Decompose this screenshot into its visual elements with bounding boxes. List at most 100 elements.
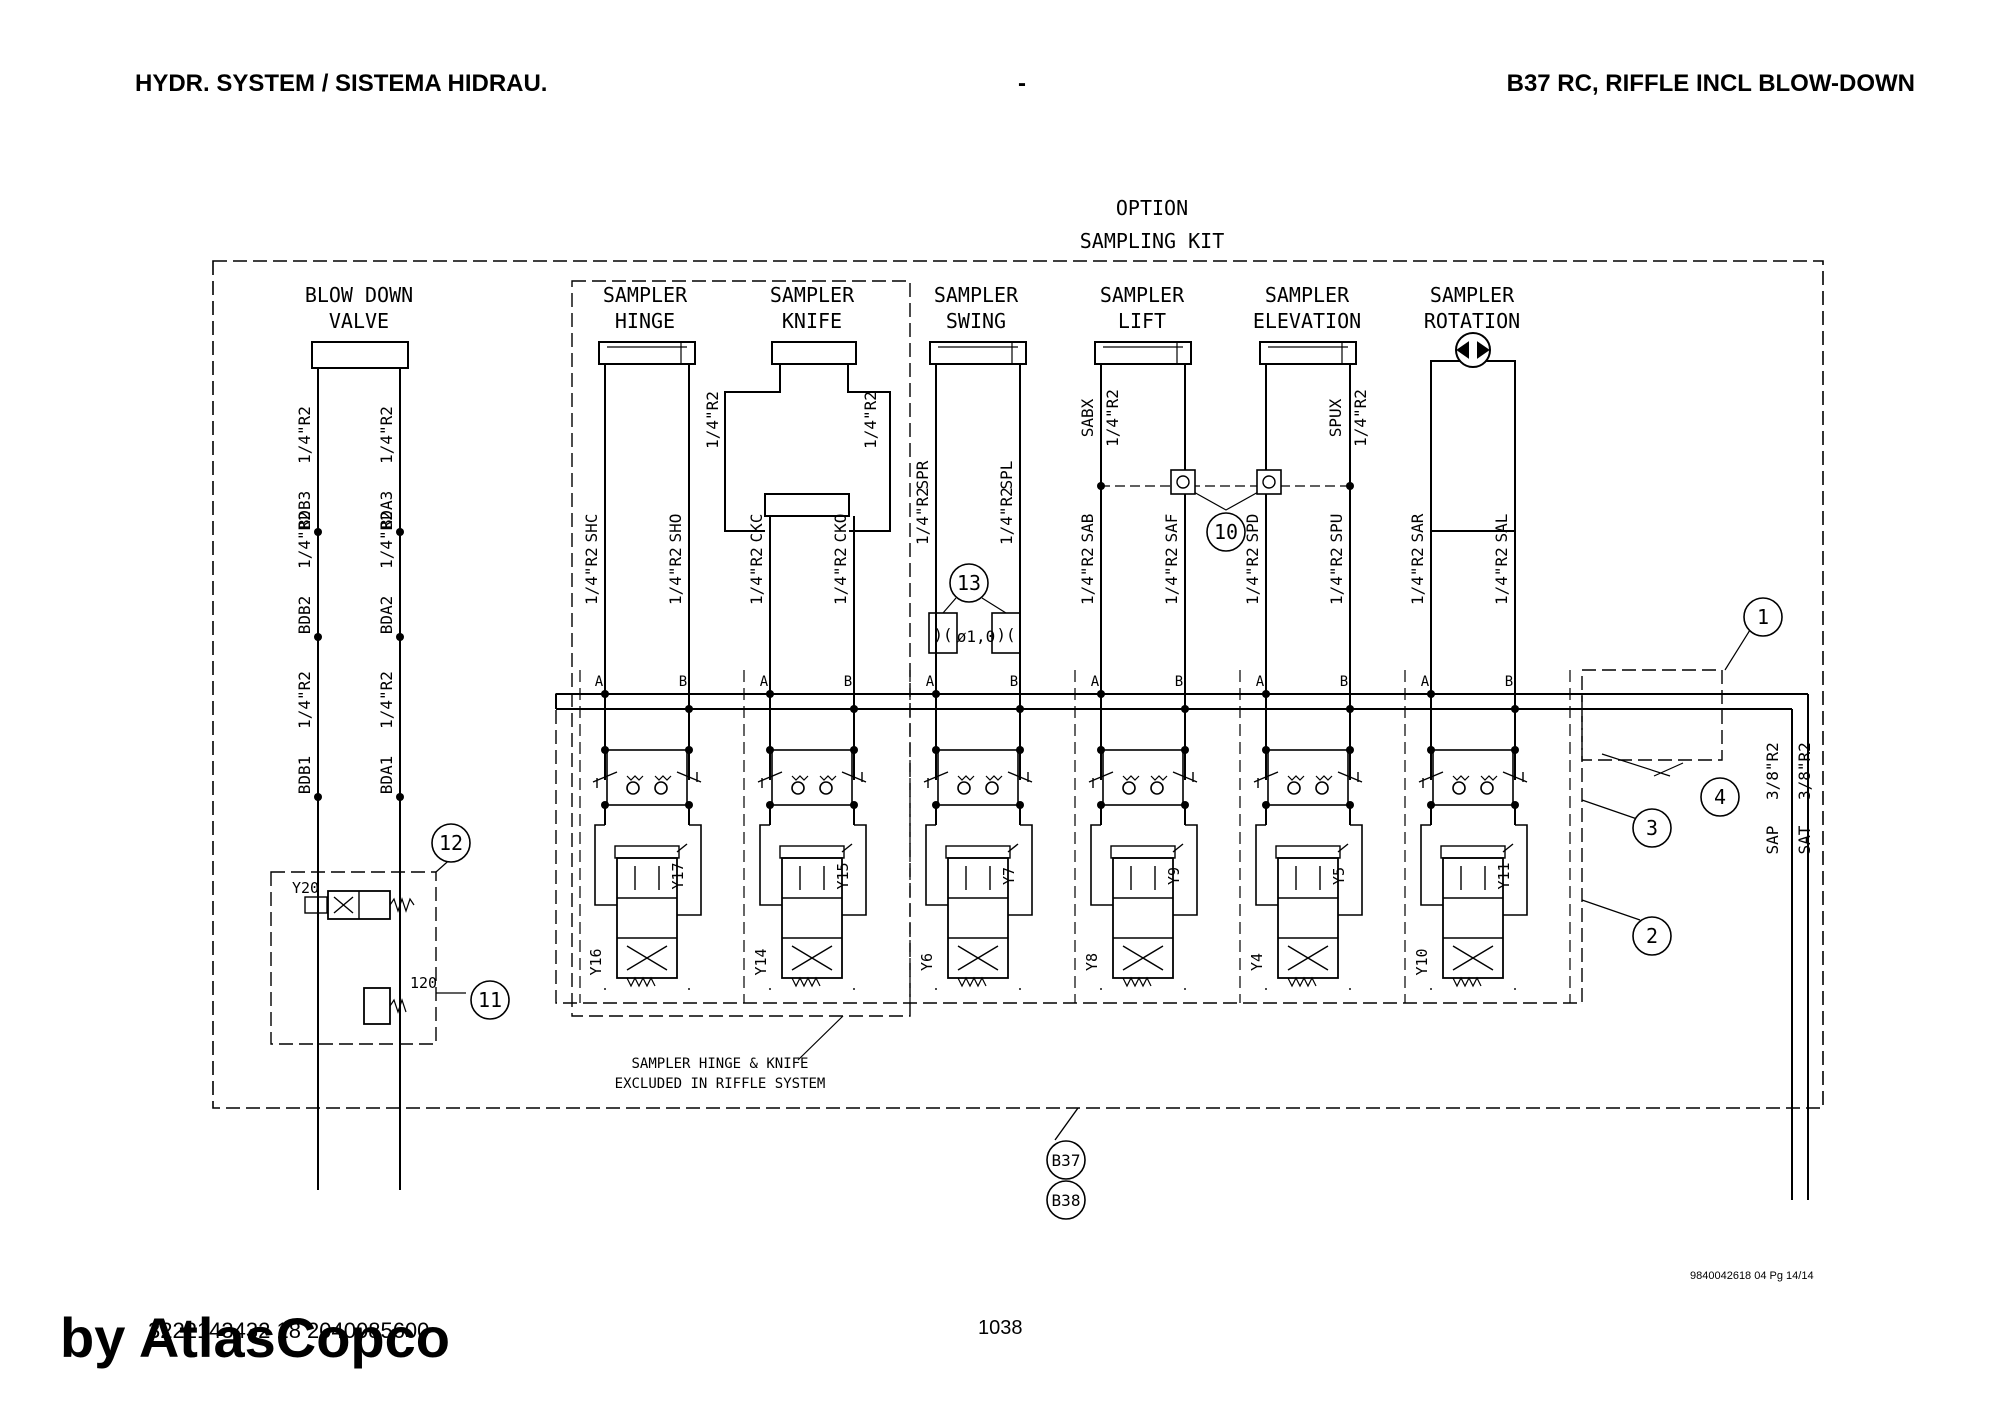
ref-b38-icon	[1046, 1180, 1086, 1220]
pipe-size-label: 1/4"R2	[377, 511, 396, 569]
pipe-size-label: 1/4"R2	[747, 547, 766, 605]
knife-cylinder-icon	[771, 341, 857, 365]
orifice-symbol: )(	[996, 625, 1015, 644]
solenoid-left-label: Y8	[1083, 953, 1101, 971]
callout-11	[470, 980, 510, 1020]
section-subtitle-lift: LIFT	[1118, 309, 1166, 333]
pipe-size-label: 1/4"R2	[377, 406, 396, 464]
line-label-SAF: SAF	[1162, 514, 1181, 543]
pipe-size-label: 1/4"R2	[582, 547, 601, 605]
solenoid-right-label: Y11	[1495, 862, 1513, 889]
solenoid-blowdown-label: Y20	[292, 879, 319, 897]
page-number: 1038	[978, 1317, 1023, 1339]
sampling-kit-label: SAMPLING KIT	[1080, 229, 1225, 253]
line-label-SPR: SPR	[913, 460, 932, 489]
option-label: OPTION	[1116, 196, 1188, 220]
knife-directional-valve-icon	[781, 857, 843, 979]
line-label-SAP: SAP	[1763, 826, 1782, 855]
pipe-size-label: 1/4"R2	[861, 391, 880, 449]
hinge-cylinder-icon	[598, 341, 696, 365]
callout-label: 13	[957, 571, 981, 595]
port-b-label: B	[679, 674, 687, 690]
callout-label: 3	[1646, 816, 1658, 840]
pipe-size-label: 1/4"R2	[1492, 547, 1511, 605]
pipe-size-label: 1/4"R2	[295, 406, 314, 464]
shuttle-valve-icon	[1256, 469, 1282, 495]
solenoid-left-label: Y16	[587, 948, 605, 975]
ref-b37-icon	[1046, 1140, 1086, 1180]
header-center-dash: -	[1018, 70, 1026, 97]
line-label-SPL: SPL	[997, 461, 1016, 490]
pipe-size-label: 1/4"R2	[703, 391, 722, 449]
section-title-swing: SAMPLER	[934, 283, 1019, 307]
port-a-label: A	[1421, 674, 1430, 690]
pipe-size-label: 3/8"R2	[1763, 742, 1782, 800]
line-label-SAB: SAB	[1078, 514, 1097, 543]
solenoid-right-label: Y17	[669, 862, 687, 889]
line-label-BDB2: BDB2	[295, 596, 314, 635]
line-label-SPD: SPD	[1243, 514, 1262, 543]
solenoid-left-label: Y10	[1413, 948, 1431, 975]
solenoid-right-label: Y7	[1000, 867, 1018, 885]
line-label-BDA1: BDA1	[377, 756, 396, 795]
pipe-size-label: 1/4"R2	[1408, 547, 1427, 605]
atlascopco-watermark: by AtlasCopco	[60, 1306, 450, 1369]
swing-directional-valve-icon	[947, 857, 1009, 979]
line-label-BDA3: BDA3	[377, 491, 396, 530]
orifice-icon	[991, 612, 1021, 654]
line-label-SAT: SAT	[1795, 825, 1814, 854]
port-b-label: B	[1175, 674, 1183, 690]
callout-13	[949, 563, 989, 603]
line-label-SPUX: SPUX	[1326, 398, 1345, 437]
orifice-icon	[928, 612, 958, 654]
callout-4	[1700, 777, 1740, 817]
callout-12	[431, 823, 471, 863]
callout-2	[1632, 916, 1672, 956]
orifice-symbol: )(	[933, 625, 952, 644]
note-line-1: SAMPLER HINGE & KNIFE	[631, 1056, 808, 1072]
section-subtitle-elevation: ELEVATION	[1253, 309, 1361, 333]
header-right-title: B37 RC, RIFFLE INCL BLOW-DOWN	[1506, 70, 1915, 97]
pipe-size-label: 1/4"R2	[1327, 547, 1346, 605]
line-label-BDA2: BDA2	[377, 596, 396, 635]
section-title-hinge: SAMPLER	[603, 283, 688, 307]
section-subtitle-blowdown: VALVE	[329, 309, 389, 333]
inlet-section-frame	[1581, 669, 1723, 761]
hinge-directional-valve-icon	[616, 857, 678, 979]
pipe-size-label: 1/4"R2	[1078, 547, 1097, 605]
section-title-lift: SAMPLER	[1100, 283, 1185, 307]
line-label-SAL: SAL	[1492, 514, 1511, 543]
solenoid-right-label: Y15	[834, 862, 852, 889]
note-line-2: EXCLUDED IN RIFFLE SYSTEM	[615, 1076, 826, 1092]
port-b-label: B	[1010, 674, 1018, 690]
section-title-elevation: SAMPLER	[1265, 283, 1350, 307]
ref-b37-label: B37	[1052, 1151, 1081, 1170]
port-a-label: A	[1091, 674, 1100, 690]
line-label-SABX: SABX	[1078, 398, 1097, 437]
pipe-size-label: 1/4"R2	[295, 511, 314, 569]
callout-label: 2	[1646, 924, 1658, 948]
header-left-title: HYDR. SYSTEM / SISTEMA HIDRAU.	[135, 70, 548, 97]
section-subtitle-swing: SWING	[946, 309, 1006, 333]
line-label-SAR: SAR	[1408, 513, 1427, 542]
section-title-rotation: SAMPLER	[1430, 283, 1515, 307]
section-subtitle-knife: KNIFE	[782, 309, 842, 333]
lift-cylinder-icon	[1094, 341, 1192, 365]
line-label-BDB3: BDB3	[295, 491, 314, 530]
shuttle-valve-icon	[1170, 469, 1196, 495]
solenoid-left-label: Y4	[1248, 953, 1266, 971]
solenoid-right-label: Y5	[1330, 867, 1348, 885]
port-a-label: A	[926, 674, 935, 690]
pipe-size-label: 1/4"R2	[997, 487, 1016, 545]
blowdown-valve-frame	[270, 871, 437, 1045]
port-a-label: A	[760, 674, 769, 690]
pipe-size-label: 1/4"R2	[913, 487, 932, 545]
line-label-CKC: CKC	[747, 514, 766, 543]
callout-label: 1	[1757, 605, 1769, 629]
callout-label: 4	[1714, 785, 1726, 809]
relief-valve-icon	[363, 987, 391, 1025]
callout-label: 10	[1214, 520, 1238, 544]
elevation-cylinder-icon	[1259, 341, 1357, 365]
pipe-size-label: 1/4"R2	[1103, 389, 1122, 447]
